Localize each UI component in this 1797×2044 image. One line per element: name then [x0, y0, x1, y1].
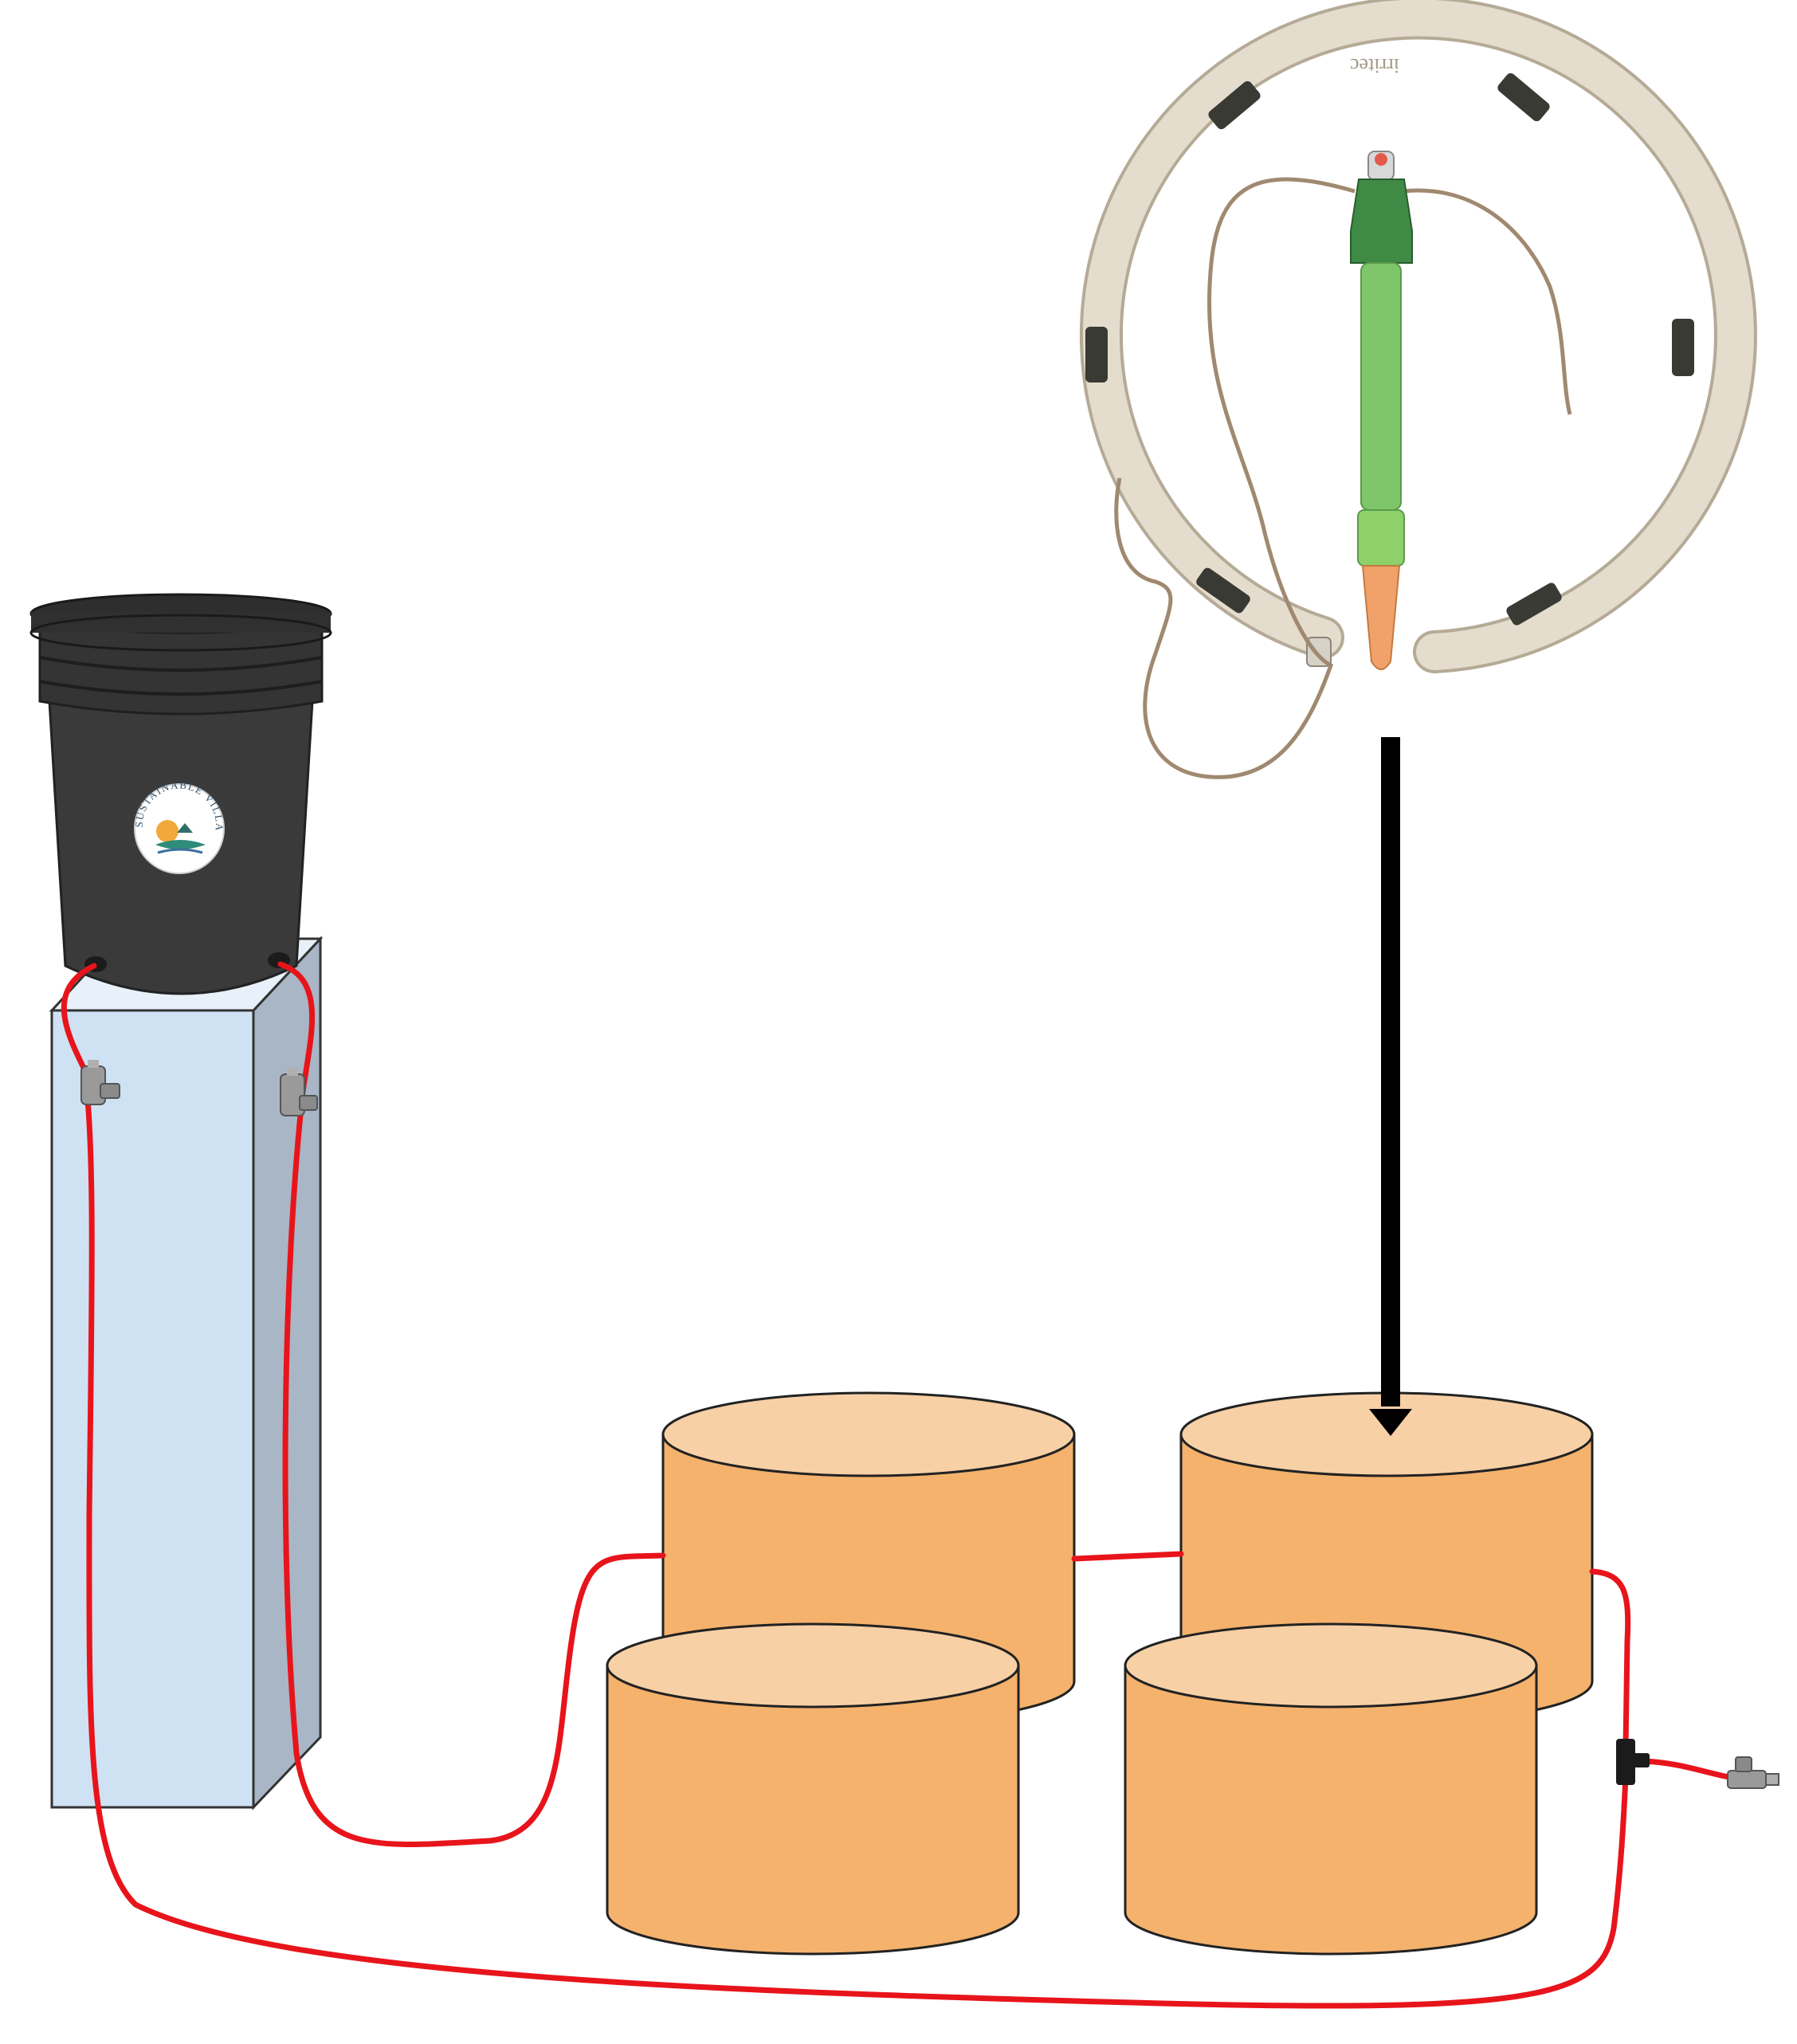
bucket-rim-band	[39, 656, 323, 672]
house-icon	[177, 823, 193, 833]
valve-right	[280, 1068, 318, 1116]
feeder-tube-top	[1402, 188, 1572, 415]
sun-icon	[156, 820, 179, 842]
tee-connector	[1616, 1739, 1650, 1785]
ring-brand-text: irritec	[1350, 54, 1399, 77]
bucket-rim-band	[39, 680, 323, 696]
wave-icon	[157, 848, 203, 854]
feeder-tube	[1114, 177, 1356, 779]
down-arrow	[1369, 737, 1412, 1436]
pot-front-left	[606, 1622, 1020, 1956]
hills-icon	[155, 840, 206, 849]
drip-spike	[1350, 151, 1413, 670]
tube-between-pots	[1071, 1551, 1184, 1562]
pot-top	[661, 1391, 1076, 1477]
spike-body	[1360, 262, 1402, 511]
water-bucket: SUSTAINABLE VILLAGE	[0, 0, 332, 995]
spike-ceramic-tip	[1361, 565, 1401, 670]
ring-emitter-windows	[1085, 73, 1694, 626]
tube-right-riser	[1589, 1568, 1631, 1750]
tube-left-outlet	[61, 963, 1629, 2009]
spike-indicator	[1375, 153, 1387, 166]
drip-ring-assembly: irritec	[1079, 0, 1757, 779]
bucket-lid-edge	[29, 614, 332, 652]
valve-left	[80, 1060, 120, 1105]
pot-top	[1124, 1622, 1538, 1709]
bucket-stand	[49, 936, 324, 1811]
stand-front-face	[50, 1009, 255, 1809]
spike-cap	[1350, 179, 1413, 264]
pot-front-right	[1124, 1622, 1538, 1956]
tube-right-outlet	[277, 961, 666, 1847]
valve-end	[1727, 1756, 1779, 1789]
pot-top	[606, 1622, 1020, 1709]
spike-collar	[1357, 509, 1405, 567]
tube-tee-branch	[1640, 1758, 1732, 1780]
